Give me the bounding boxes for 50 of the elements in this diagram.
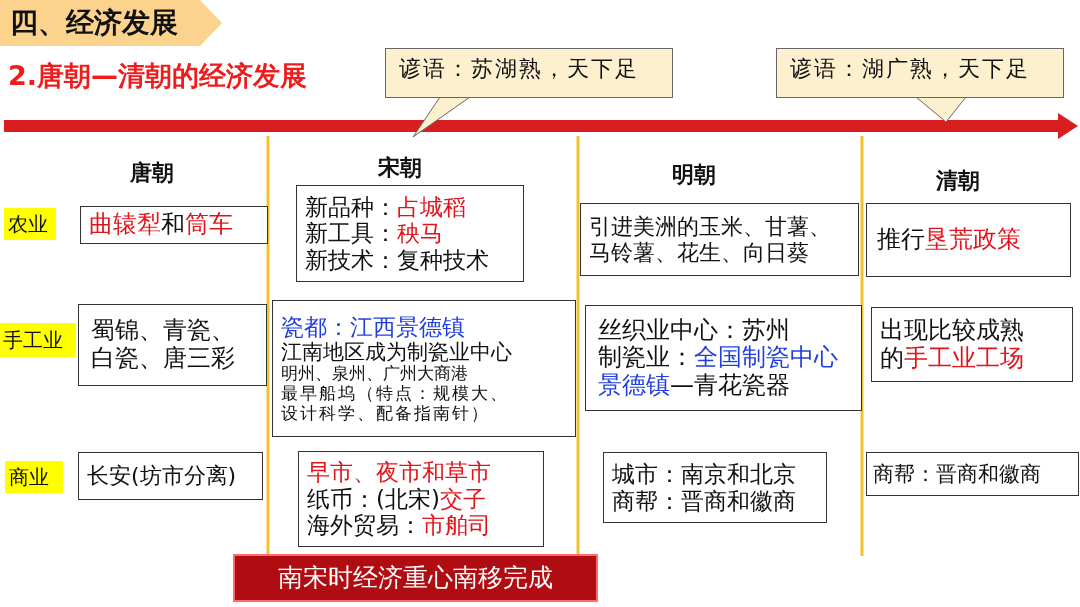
- cell-text: 引进美洲的玉米、甘薯、马铃薯、花生、向日葵: [589, 214, 832, 265]
- text-box: [272, 300, 576, 437]
- text-box: [866, 203, 1071, 277]
- column-heading: 明朝: [672, 161, 716, 189]
- cell-text: 海外贸易：市舶司: [307, 512, 492, 539]
- cell-text: 新技术：复种技术: [305, 246, 490, 274]
- column-heading: 宋朝: [378, 154, 422, 182]
- text-box: [580, 203, 859, 276]
- cell-text: 丝织业中心：苏州: [598, 316, 791, 345]
- cell-text: 瓷都：江西景德镇: [281, 313, 466, 341]
- cell-text: 新品种：占城稻: [305, 193, 467, 221]
- text-box: [78, 452, 263, 500]
- banner: [233, 554, 598, 602]
- column-heading: 唐朝: [130, 159, 174, 187]
- text-box: [296, 185, 524, 282]
- cell-text: 早市、夜市和草市: [307, 459, 492, 486]
- text-box: [871, 307, 1073, 382]
- category-label: 商业: [9, 465, 50, 489]
- text-box: [298, 451, 544, 547]
- banner-text: 南宋时经济重心南移完成: [278, 563, 553, 593]
- category-label: 手工业: [3, 328, 64, 352]
- category-tag: [4, 208, 56, 240]
- cell-text: 明州、泉州、广州大商港: [281, 364, 469, 384]
- cell-text: 推行垦荒政策: [877, 226, 1022, 254]
- section-header: [0, 0, 222, 46]
- cell-text: 蜀锦、青瓷、白瓷、唐三彩: [91, 317, 236, 373]
- text-box: [603, 452, 827, 523]
- cell-text: 长安(坊市分离): [87, 463, 238, 489]
- slide-title: 2.唐朝—清朝的经济发展: [8, 59, 308, 93]
- column-heading: 清朝: [936, 167, 980, 195]
- text-box: [78, 304, 267, 386]
- category-label: 农业: [8, 212, 49, 236]
- cell-text: 商帮：晋商和徽商: [612, 487, 797, 514]
- proverb-text: 谚语：苏湖熟，天下足: [399, 56, 640, 82]
- cell-text: 曲辕犁和筒车: [89, 211, 234, 239]
- proverb-text: 谚语：湖广熟，天下足: [790, 56, 1031, 82]
- cell-text: 新工具：秧马: [305, 220, 444, 247]
- text-box: [80, 206, 268, 244]
- cell-text: 江南地区成为制瓷业中心: [281, 340, 513, 365]
- text-box: [866, 452, 1079, 496]
- category-tag: [0, 323, 76, 357]
- cell-text: 城市：南京和北京: [612, 461, 797, 488]
- cell-text: 商帮：晋商和徽商: [873, 461, 1042, 487]
- cell-text: 制瓷业：全国制瓷中心景德镇—青花瓷器: [598, 344, 839, 400]
- header-text: 四、经济发展: [10, 6, 179, 40]
- cell-text: 出现比较成熟的手工业工场: [880, 316, 1025, 373]
- cell-text: 纸币：(北宋)交子: [307, 485, 487, 513]
- category-tag: [5, 461, 63, 493]
- cell-text: 最早船坞（特点：规模大、设计科学、配备指南针）: [281, 384, 510, 424]
- text-box: [585, 305, 862, 411]
